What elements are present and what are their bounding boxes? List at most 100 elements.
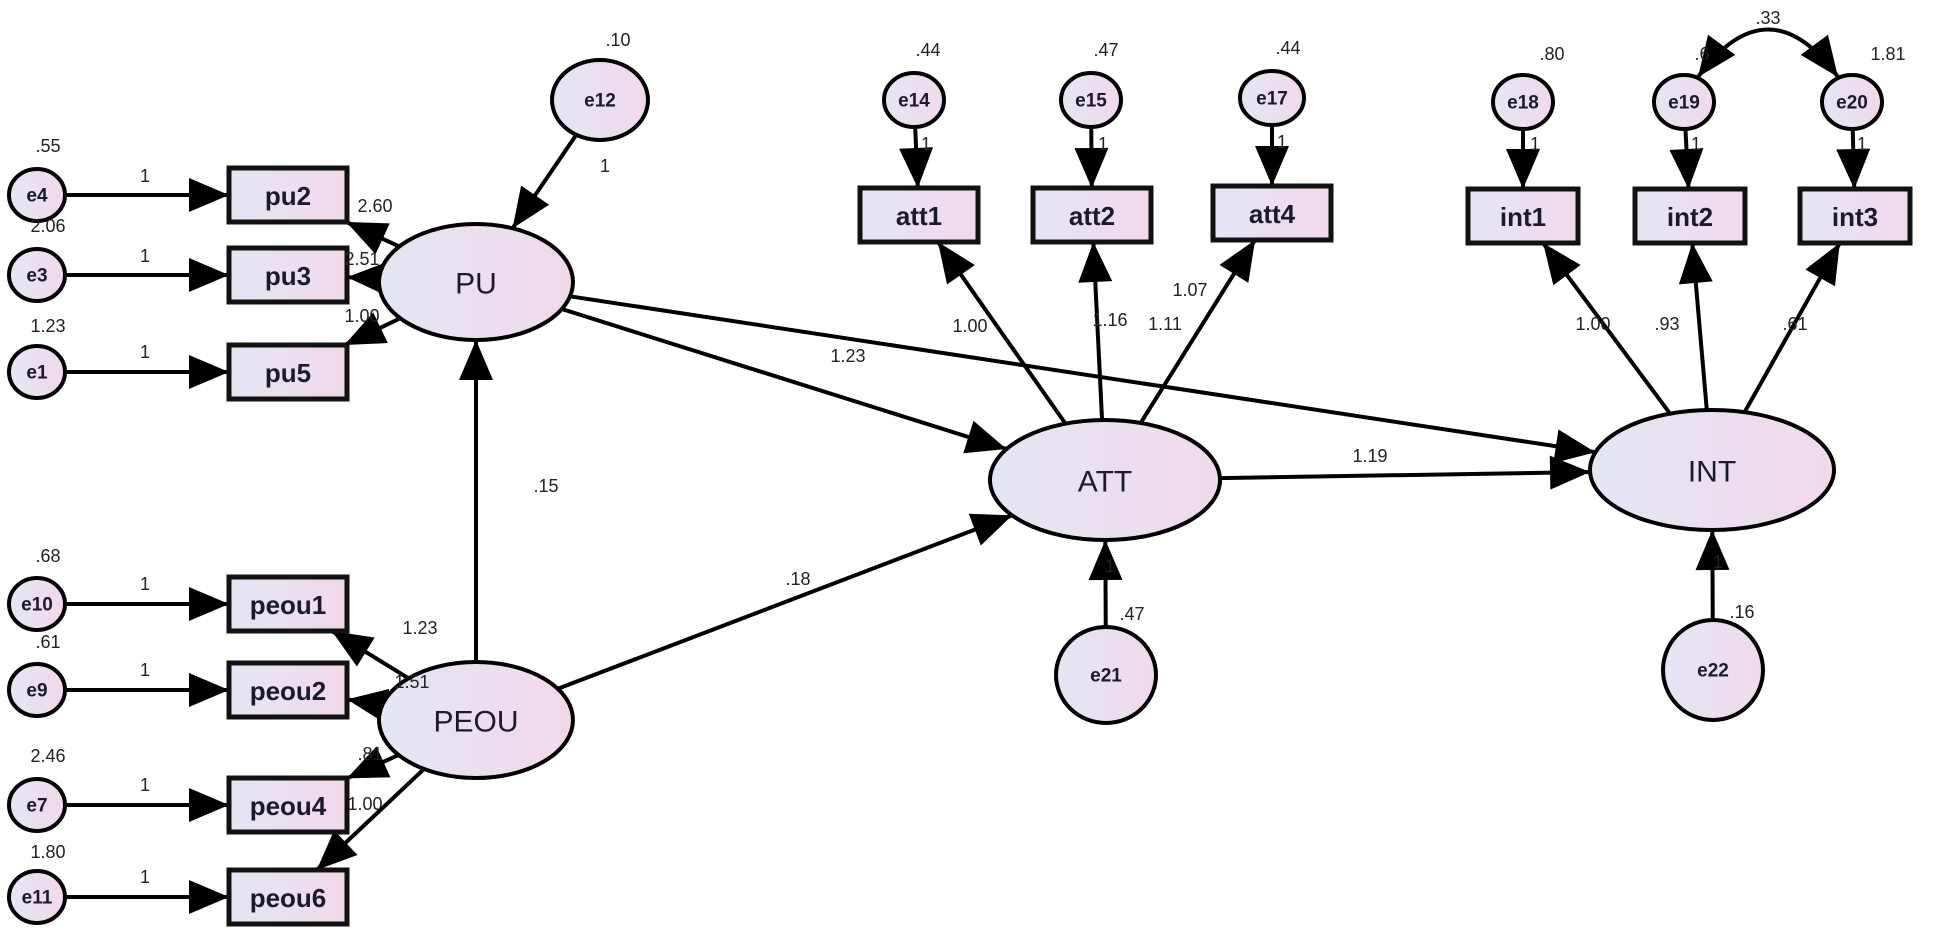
latent-att[interactable]: ATT xyxy=(988,418,1222,542)
arrowhead-icon xyxy=(1669,148,1704,189)
latent-label: PU xyxy=(455,268,497,301)
observed-box xyxy=(226,165,350,225)
path-e12-to-PU xyxy=(510,133,578,230)
observed-att4[interactable]: att4 xyxy=(1210,183,1334,243)
error-circle xyxy=(7,662,67,718)
path-PEOU-to-peou6 xyxy=(315,767,426,872)
latent-int[interactable]: INT xyxy=(1588,408,1836,532)
path-e11-to-peou6 xyxy=(65,880,229,914)
path-INT-to-int1 xyxy=(1541,241,1672,415)
observed-label: pu2 xyxy=(265,181,311,211)
error-e20[interactable]: e20 xyxy=(1820,73,1884,131)
error-label: e15 xyxy=(1075,91,1107,112)
path-coefficient-label: 1.16 xyxy=(1092,310,1127,330)
observed-att1[interactable]: att1 xyxy=(857,185,981,245)
path-coefficient-label: .93 xyxy=(1654,314,1679,334)
error-e3[interactable]: e3 xyxy=(7,247,67,303)
observed-int3[interactable]: int3 xyxy=(1797,186,1913,246)
error-e21[interactable]: e21 xyxy=(1054,625,1158,725)
observed-box xyxy=(226,775,350,835)
variance-label: 2.46 xyxy=(30,746,65,766)
error-circle xyxy=(882,71,946,129)
path-coefficient-label: 1 xyxy=(1105,556,1115,576)
error-e4[interactable]: e4 xyxy=(7,167,67,223)
path-coefficient-label: 1.00 xyxy=(952,316,987,336)
edges-layer xyxy=(65,27,1871,914)
path-e9-to-peou2 xyxy=(65,673,229,707)
observed-label: int2 xyxy=(1667,202,1713,232)
path-PU-to-INT xyxy=(569,294,1596,464)
path-INT-to-int3 xyxy=(1742,242,1842,414)
path-PEOU-to-peou1 xyxy=(330,629,410,681)
path-coefficient-label: .15 xyxy=(533,476,558,496)
observed-peou2[interactable]: peou2 xyxy=(226,660,350,720)
error-label: e21 xyxy=(1090,666,1122,687)
observed-peou1[interactable]: peou1 xyxy=(226,574,350,634)
error-label: e10 xyxy=(21,595,53,616)
path-PU-to-pu2 xyxy=(345,220,401,255)
error-e7[interactable]: e7 xyxy=(7,777,67,833)
observed-label: peou6 xyxy=(250,883,327,913)
arrowhead-icon xyxy=(1255,146,1289,186)
path-coefficient-label: 1 xyxy=(140,775,150,795)
arrowhead-icon xyxy=(968,513,1013,546)
path-coefficient-label: .81 xyxy=(357,744,382,764)
observed-box xyxy=(1797,186,1913,246)
observed-int1[interactable]: int1 xyxy=(1465,186,1581,246)
error-circle xyxy=(7,576,67,632)
error-circle xyxy=(1059,71,1123,129)
error-e10[interactable]: e10 xyxy=(7,576,67,632)
observed-int2[interactable]: int2 xyxy=(1632,186,1748,246)
error-e9[interactable]: e9 xyxy=(7,662,67,718)
error-circle xyxy=(7,167,67,223)
error-e11[interactable]: e11 xyxy=(7,869,67,925)
error-e14[interactable]: e14 xyxy=(882,71,946,129)
path-PEOU-to-peou4 xyxy=(346,746,400,781)
path-line xyxy=(1219,470,1591,481)
arrowhead-icon xyxy=(1678,243,1713,285)
path-coefficient-label: 1 xyxy=(921,134,931,154)
error-e18[interactable]: e18 xyxy=(1491,73,1555,131)
observed-peou6[interactable]: peou6 xyxy=(226,867,350,927)
observed-att2[interactable]: att2 xyxy=(1030,185,1154,245)
arrowhead-icon xyxy=(189,673,229,707)
path-coefficient-label: 1 xyxy=(1277,132,1287,152)
variance-label: .44 xyxy=(915,40,940,60)
path-coefficient-label: 1 xyxy=(1713,552,1723,572)
latent-pu[interactable]: PU xyxy=(377,222,575,342)
observed-peou4[interactable]: peou4 xyxy=(226,775,350,835)
arrowhead-icon xyxy=(331,631,375,667)
error-e19[interactable]: e19 xyxy=(1652,73,1716,131)
latent-peou[interactable]: PEOU xyxy=(377,660,575,780)
path-coefficient-label: 1.11 xyxy=(1148,314,1182,334)
nodes-layer: PU PEOU ATT INT pu2 pu3 pu5 peou1 peou2 peou4 peou… xyxy=(7,58,1913,927)
path-coefficient-label: .18 xyxy=(785,569,810,589)
error-label: e1 xyxy=(26,363,48,384)
observed-box xyxy=(1210,183,1334,243)
error-e12[interactable]: e12 xyxy=(550,58,650,142)
arrowhead-icon xyxy=(189,880,229,914)
observed-label: peou4 xyxy=(250,791,327,821)
variance-label: 2.06 xyxy=(30,216,65,236)
observed-pu5[interactable]: pu5 xyxy=(226,342,350,402)
path-ATT-to-INT xyxy=(1219,455,1591,490)
error-e15[interactable]: e15 xyxy=(1059,71,1123,129)
path-coefficient-label: 1.07 xyxy=(1172,280,1207,300)
observed-pu2[interactable]: pu2 xyxy=(226,165,350,225)
error-e22[interactable]: e22 xyxy=(1661,618,1765,722)
error-e17[interactable]: e17 xyxy=(1238,69,1306,127)
arrowhead-icon xyxy=(1553,429,1596,464)
error-circle xyxy=(7,777,67,833)
latent-ellipse xyxy=(988,418,1222,542)
latent-ellipse xyxy=(377,222,575,342)
latent-label: INT xyxy=(1688,456,1736,489)
observed-pu3[interactable]: pu3 xyxy=(226,245,350,305)
error-e1[interactable]: e1 xyxy=(7,344,67,400)
covariance-e19-e20 xyxy=(1696,27,1840,79)
latent-ellipse xyxy=(377,660,575,780)
error-label: e11 xyxy=(22,888,53,909)
path-coefficient-label: 1 xyxy=(1530,134,1540,154)
path-coefficient-label: 1.00 xyxy=(347,794,382,814)
arrowhead-icon xyxy=(189,788,229,822)
latent-label: PEOU xyxy=(433,706,518,739)
